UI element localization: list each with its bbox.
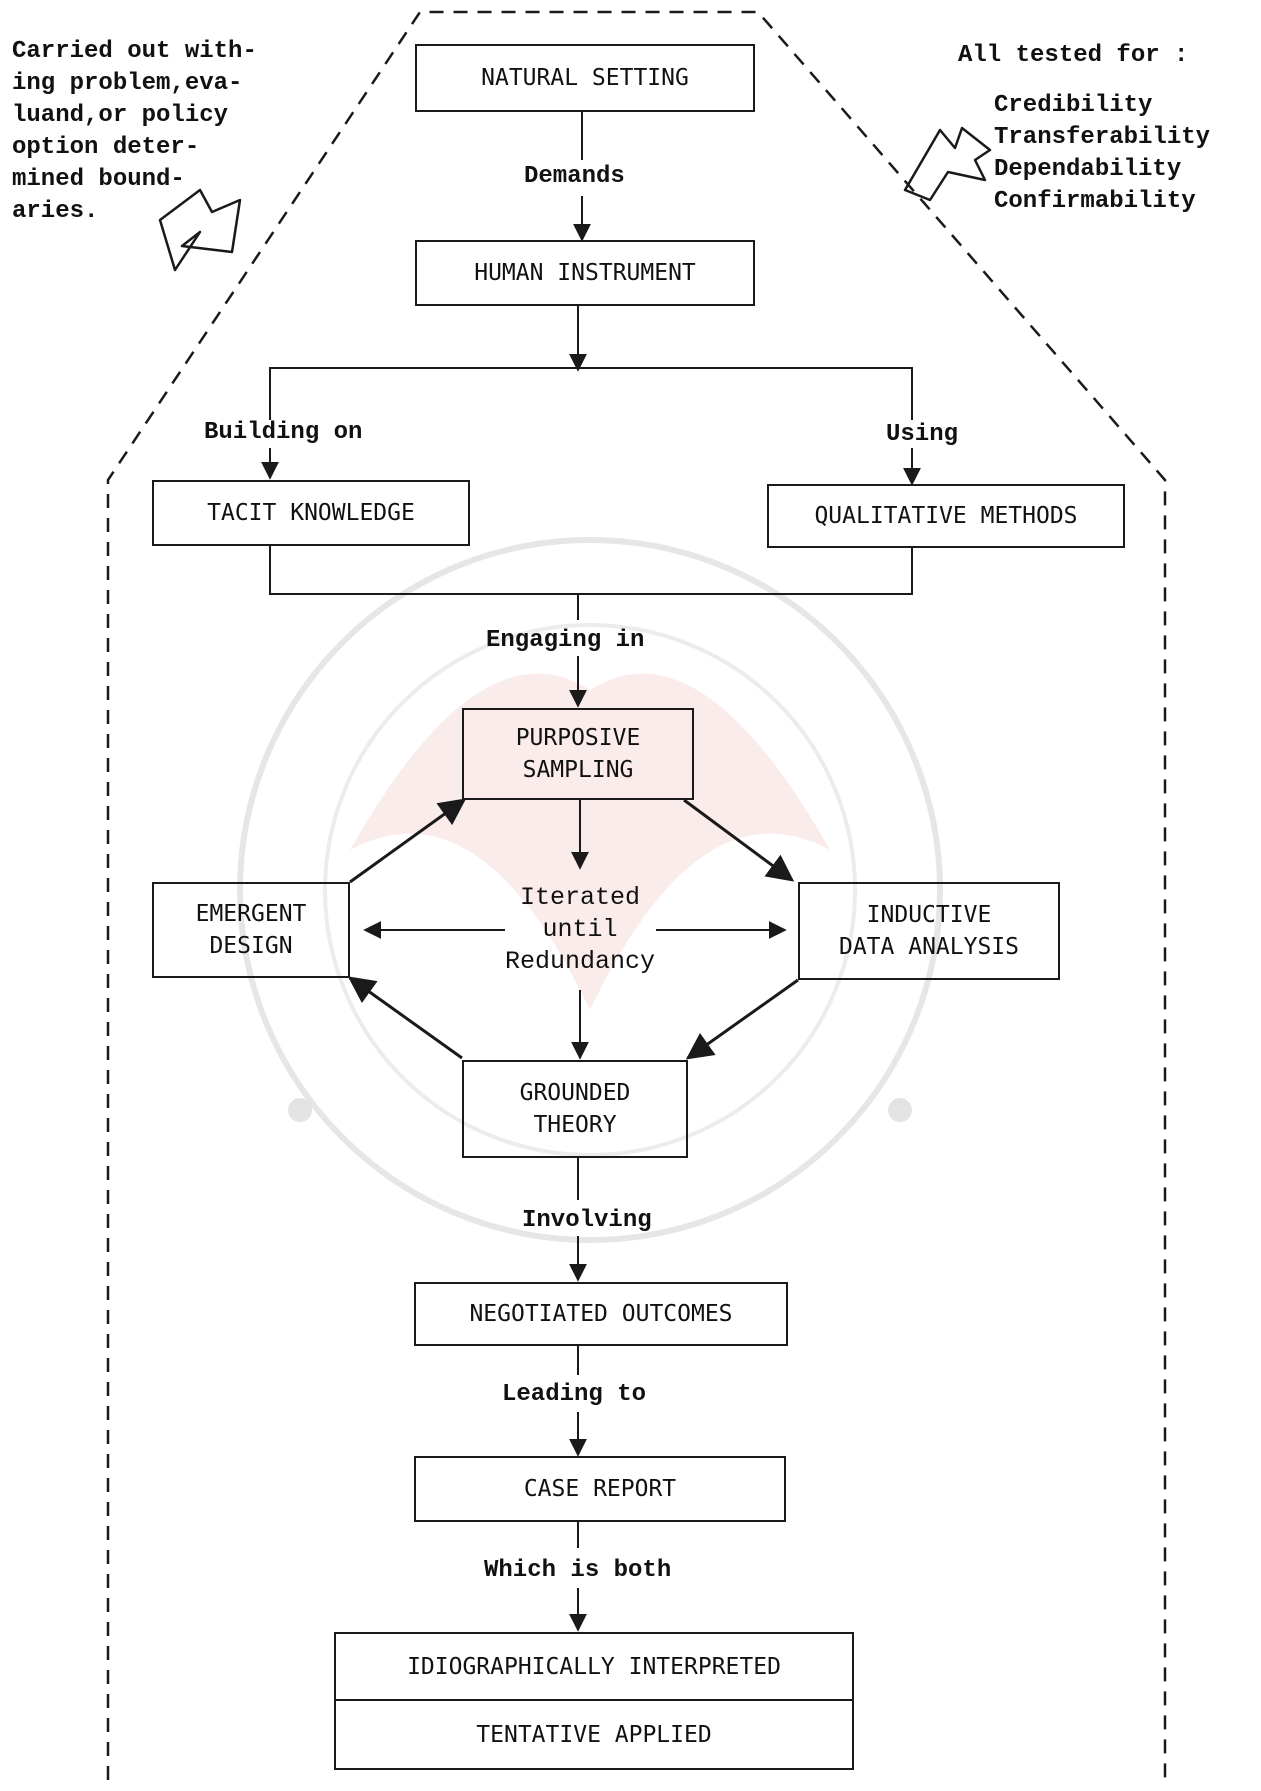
arrow-emergent-to-purposive <box>349 798 467 884</box>
box-negotiated-outcomes: NEGOTIATED OUTCOMES <box>414 1282 788 1346</box>
box-natural-setting: NATURAL SETTING <box>415 44 755 112</box>
iteration-note: Iterated until Redundancy <box>488 882 672 978</box>
arrow-purposive-to-inductive <box>683 798 795 882</box>
connector-label-which-is-both: Which is both <box>484 1557 672 1584</box>
box-grounded-theory-label: GROUNDED THEORY <box>519 1080 631 1138</box>
box-grounded-theory: GROUNDED THEORY <box>462 1060 688 1158</box>
box-idiographically-interpreted: IDIOGRAPHICALLY INTERPRETED <box>336 1634 852 1701</box>
box-case-report-qualities: IDIOGRAPHICALLY INTERPRETED TENTATIVE AP… <box>334 1632 854 1770</box>
connector-label-using: Using <box>886 421 959 448</box>
pointer-arrow-right-icon <box>903 126 992 202</box>
merge-bracket-bottom <box>269 545 913 595</box>
box-human-instrument-label: HUMAN INSTRUMENT <box>474 260 696 286</box>
left-note-line: luand,or policy <box>12 102 229 129</box>
criteria-item: Credibility <box>994 92 1153 119</box>
left-note-line: aries. <box>12 198 99 225</box>
branch-bracket-top <box>269 367 913 420</box>
box-inductive-data-analysis: INDUCTIVE DATA ANALYSIS <box>798 882 1060 980</box>
arrow-grounded-to-emergent <box>347 976 463 1060</box>
arrow-inductive-to-grounded <box>685 978 799 1060</box>
iteration-line: until <box>542 915 618 944</box>
iteration-line: Redundancy <box>504 947 656 976</box>
connector-label-leading-to: Leading to <box>502 1381 647 1408</box>
box-purposive-sampling-label: PURPOSIVE SAMPLING <box>515 725 641 783</box>
pointer-arrow-left-icon <box>158 188 242 272</box>
criteria-item: Confirmability <box>994 188 1196 215</box>
left-boundary-note: Carried out with- ing problem,eva- luand… <box>12 36 257 228</box>
box-emergent-design-label: EMERGENT DESIGN <box>195 901 307 959</box>
left-note-line: ing problem,eva- <box>12 70 243 97</box>
connector-label-engaging-in: Engaging in <box>486 627 645 654</box>
box-qualitative-methods: QUALITATIVE METHODS <box>767 484 1125 548</box>
box-tacit-knowledge: TACIT KNOWLEDGE <box>152 480 470 546</box>
box-purposive-sampling: PURPOSIVE SAMPLING <box>462 708 694 800</box>
right-criteria-note: All tested for : <box>958 40 1188 72</box>
box-negotiated-outcomes-label: NEGOTIATED OUTCOMES <box>469 1301 733 1327</box>
box-idiographically-interpreted-label: IDIOGRAPHICALLY INTERPRETED <box>407 1653 781 1680</box>
left-note-line: option deter- <box>12 134 200 161</box>
criteria-item: Dependability <box>994 156 1182 183</box>
criteria-list: Credibility Transferability Dependabilit… <box>994 90 1210 218</box>
box-qualitative-methods-label: QUALITATIVE METHODS <box>814 503 1078 529</box>
box-emergent-design: EMERGENT DESIGN <box>152 882 350 978</box>
dashed-boundary-outline <box>106 10 1167 1780</box>
box-tentative-applied-label: TENTATIVE APPLIED <box>476 1721 712 1748</box>
box-human-instrument: HUMAN INSTRUMENT <box>415 240 755 306</box>
criteria-item: Transferability <box>994 124 1211 151</box>
criteria-heading: All tested for : <box>958 42 1189 69</box>
box-case-report-label: CASE REPORT <box>523 1476 677 1502</box>
connector-label-building-on: Building on <box>204 419 363 446</box>
box-natural-setting-label: NATURAL SETTING <box>481 65 689 91</box>
connector-label-demands: Demands <box>524 163 625 190</box>
iteration-line: Iterated <box>519 883 641 912</box>
left-note-line: Carried out with- <box>12 38 257 65</box>
box-case-report: CASE REPORT <box>414 1456 786 1522</box>
left-note-line: mined bound- <box>12 166 185 193</box>
box-tentative-applied: TENTATIVE APPLIED <box>336 1701 852 1768</box>
box-inductive-data-analysis-label: INDUCTIVE DATA ANALYSIS <box>838 902 1019 960</box>
box-tacit-knowledge-label: TACIT KNOWLEDGE <box>207 500 415 526</box>
connector-label-involving: Involving <box>522 1207 652 1234</box>
